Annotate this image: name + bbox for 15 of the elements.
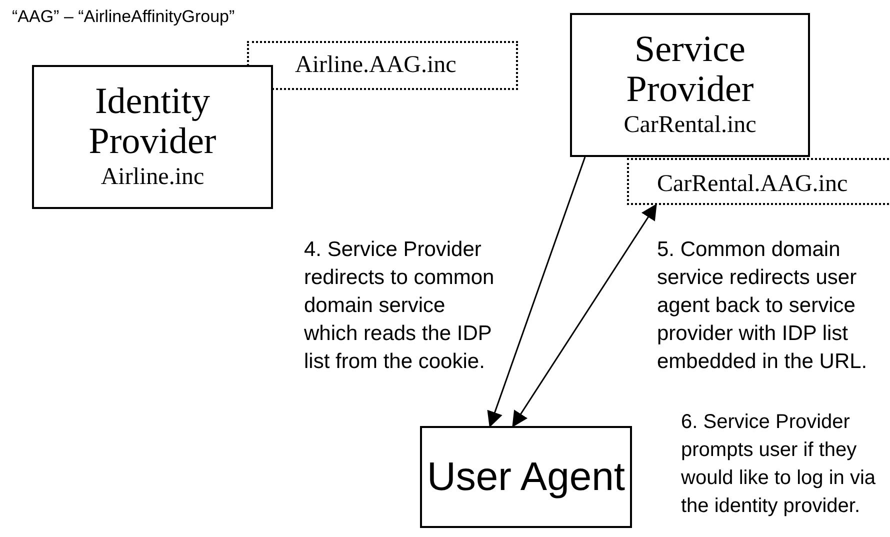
box-title: User Agent <box>427 455 625 499</box>
note-text: 6. Service Provider prompts user if they would like to log in via the identity provider. <box>681 410 877 519</box>
process-box <box>420 426 632 528</box>
box-title: Service Provider <box>625 30 755 110</box>
process-box <box>32 65 273 209</box>
dotted-domain-box <box>627 158 890 205</box>
domain-name: CarRental.AAG.inc <box>657 170 848 198</box>
domain-name: Airline.AAG.inc <box>295 51 456 79</box>
process-box <box>570 13 810 157</box>
arrow <box>512 204 657 428</box>
box-title: Identity Provider <box>88 82 218 162</box>
note-text: “AAG” – “AirlineAffinityGroup” <box>12 6 235 28</box>
box-subtitle: Airline.inc <box>100 163 204 192</box>
box-subtitle: CarRental.inc <box>624 111 756 140</box>
arrow <box>487 156 586 428</box>
